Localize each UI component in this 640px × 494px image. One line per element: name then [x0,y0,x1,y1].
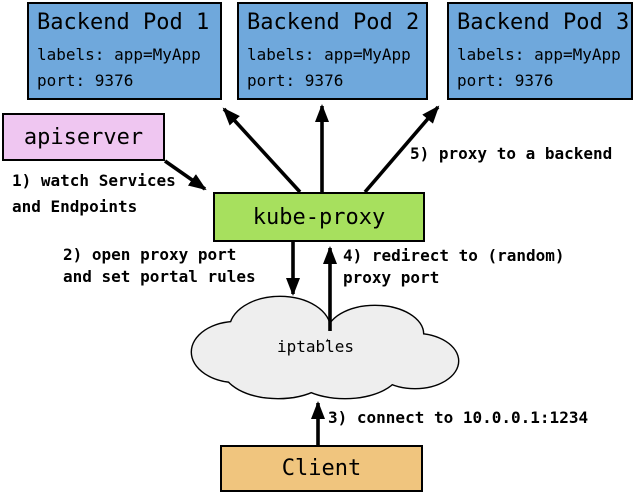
pod-port-line: port: 9376 [457,71,554,90]
step4-line1: 4) redirect to (random) [343,246,565,265]
pod-labels-line: labels: app=MyApp [37,45,201,64]
pod-port-line: port: 9376 [37,71,134,90]
backend-pod-2: Backend Pod 2 labels: app=MyApp port: 93… [237,2,428,100]
step4-label: 4) redirect to (random) proxy port [343,245,565,289]
pod-title: Backend Pod 3 [457,10,630,35]
pod-title: Backend Pod 2 [247,10,420,35]
step1-line2: and Endpoints [12,197,138,216]
client-box: Client [220,445,423,492]
step2-line2: and set portal rules [63,267,256,286]
apiserver-box: apiserver [2,113,165,161]
step1-line1: 1) watch Services [12,171,176,190]
backend-pod-1: Backend Pod 1 labels: app=MyApp port: 93… [27,2,222,100]
iptables-label: iptables [277,337,355,356]
iptables-cloud [190,295,460,400]
step5-label: 5) proxy to a backend [410,144,613,163]
step2-label: 2) open proxy port and set portal rules [63,244,256,288]
arrow-proxy-to-backend-1 [222,107,302,194]
kube-proxy-box: kube-proxy [213,192,425,242]
step1-label: 1) watch Services and Endpoints [12,168,176,220]
arrow-watch-services [163,159,207,191]
pod-labels-line: labels: app=MyApp [457,45,621,64]
arrow-proxy-to-backend-3 [363,105,440,194]
backend-pod-3: Backend Pod 3 labels: app=MyApp port: 93… [447,2,633,100]
apiserver-label: apiserver [23,124,144,150]
client-label: Client [281,456,362,481]
step3-label: 3) connect to 10.0.0.1:1234 [328,408,589,427]
pod-labels-line: labels: app=MyApp [247,45,411,64]
step2-line1: 2) open proxy port [63,245,237,264]
step4-line2: proxy port [343,268,440,287]
pod-port-line: port: 9376 [247,71,344,90]
kube-proxy-label: kube-proxy [252,204,386,230]
pod-title: Backend Pod 1 [37,10,210,35]
